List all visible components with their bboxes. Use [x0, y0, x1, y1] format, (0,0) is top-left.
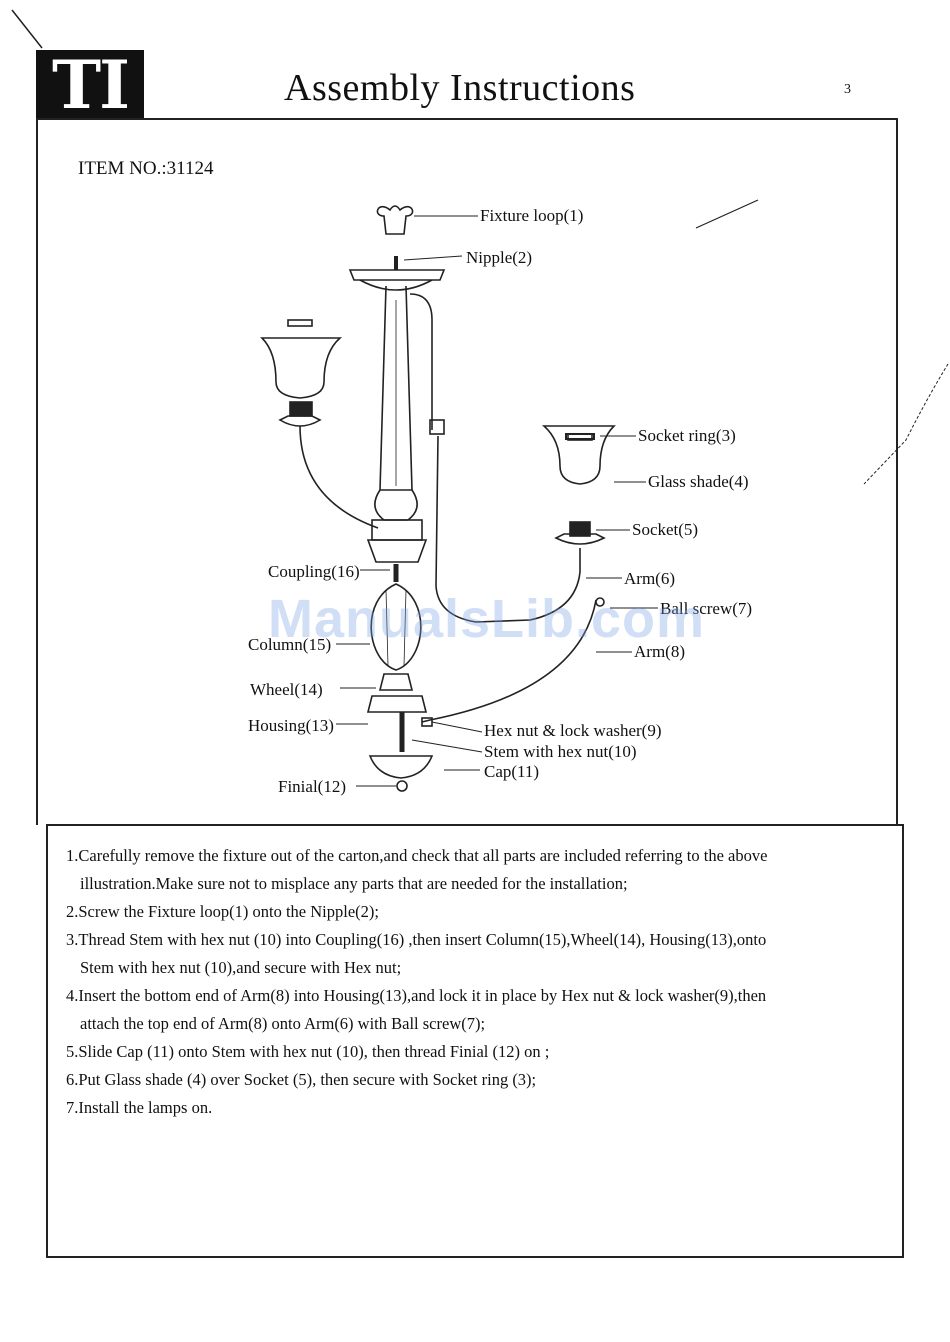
cap-part: [368, 755, 434, 779]
label-coupling: Coupling(16): [268, 562, 360, 581]
steps-frame: [46, 824, 904, 1258]
step-5: 5.Slide Cap (11) onto Stem with hex nut …: [66, 1042, 550, 1061]
page-mark: 3: [844, 82, 851, 97]
socket-ring-part: [565, 433, 595, 440]
label-cap: Cap(11): [484, 762, 540, 781]
ball-screw-part: [595, 597, 605, 607]
diagram-frame: [36, 118, 898, 825]
exploded-diagram: [260, 205, 658, 792]
fixture-loop-part: [376, 205, 414, 235]
canopy-part: [348, 269, 446, 281]
step-2: 2.Screw the Fixture loop(1) onto the Nip…: [66, 902, 379, 921]
scan-mark-right-edge: [863, 363, 949, 485]
socket-part: [569, 521, 591, 537]
label-hex-nut: Hex nut & lock washer(9): [484, 721, 662, 740]
label-wheel: Wheel(14): [250, 680, 323, 699]
wheel-part: [378, 673, 414, 691]
label-arm-6: Arm(6): [624, 569, 675, 588]
left-arm-part: [299, 425, 379, 529]
brand-logo: TI: [36, 50, 144, 120]
label-glass-shade: Glass shade(4): [648, 472, 749, 491]
housing-part: [366, 695, 428, 713]
page-title: Assembly Instructions: [284, 67, 636, 109]
watermark: ManualsLib.com: [268, 589, 706, 649]
step-6: 6.Put Glass shade (4) over Socket (5), t…: [66, 1070, 537, 1089]
step-4: 4.Insert the bottom end of Arm(8) into H…: [66, 986, 767, 1033]
scan-mark-top-right: [695, 199, 759, 229]
item-number: ITEM NO.:31124: [78, 158, 214, 179]
label-ball-screw: Ball screw(7): [660, 599, 753, 618]
label-finial: Finial(12): [278, 777, 346, 796]
right-glass-shade-part: [541, 425, 616, 485]
label-stem: Stem with hex nut(10): [484, 742, 637, 761]
label-nipple: Nipple(2): [466, 248, 533, 267]
arm-6-part: [435, 435, 581, 623]
label-socket: Socket(5): [632, 520, 699, 539]
label-column: Column(15): [248, 635, 332, 654]
left-glass-shade-part: [260, 337, 343, 399]
label-socket-ring: Socket ring(3): [638, 426, 736, 445]
label-fixture-loop: Fixture loop(1): [480, 206, 584, 225]
step-7: 7.Install the lamps on.: [66, 1098, 213, 1117]
arm-8-part: [421, 599, 597, 723]
scan-mark-top-left: [11, 9, 43, 49]
instruction-steps: 1.Carefully remove the fixture out of th…: [66, 842, 866, 1122]
finial-part: [396, 780, 408, 792]
label-arm-8: Arm(8): [634, 642, 685, 661]
label-housing: Housing(13): [248, 716, 334, 735]
step-3: 3.Thread Stem with hex nut (10) into Cou…: [66, 930, 767, 977]
step-1: 1.Carefully remove the fixture out of th…: [66, 846, 768, 893]
column-part: [370, 583, 422, 671]
